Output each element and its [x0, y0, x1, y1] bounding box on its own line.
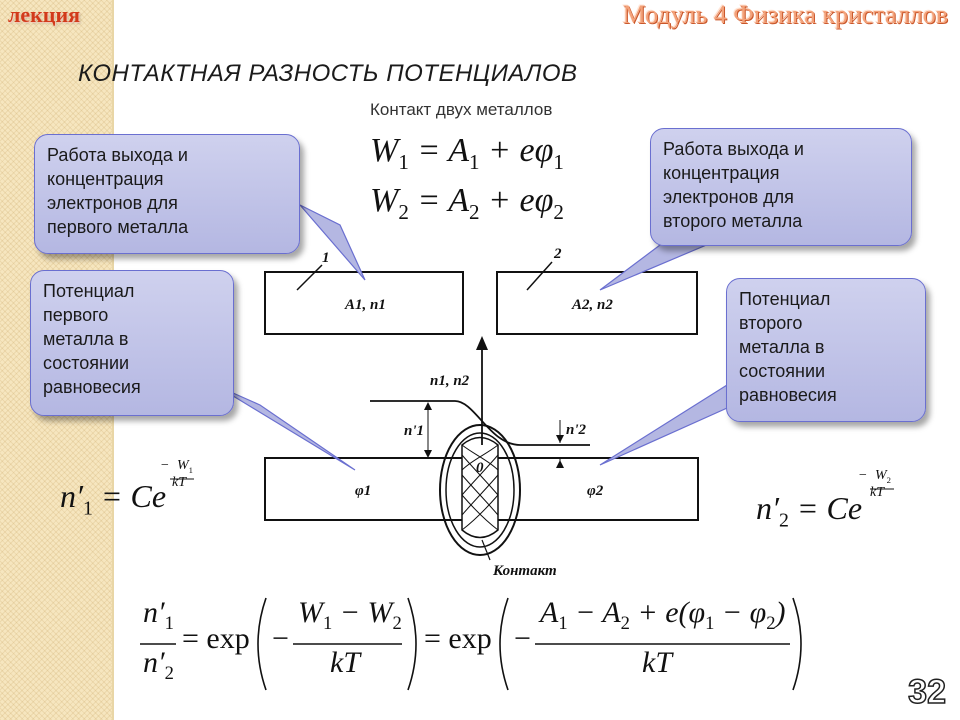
minus-sign-2: −	[514, 622, 531, 655]
formula-n1: n′1 = Ce	[60, 478, 167, 520]
plate-2	[496, 271, 698, 335]
formula-w1: W1 = A1 + eφ1	[370, 132, 564, 174]
pointer-top-left	[299, 204, 366, 281]
level2-label: n'2	[566, 422, 587, 438]
phi2-label: φ2	[587, 483, 604, 499]
slide-subtitle: Контакт двух металлов	[370, 100, 553, 119]
plate-1	[264, 271, 464, 335]
formula-w2: W2 = A2 + eφ2	[370, 182, 564, 224]
level-curve	[370, 400, 590, 446]
plate1-label: A1, n1	[344, 297, 386, 313]
contact-ring	[439, 424, 521, 556]
module-title: Модуль 4 Физика кристаллов	[622, 0, 948, 29]
level1-label: n'1	[404, 423, 424, 439]
slide-title: КОНТАКТНАЯ РАЗНОСТЬ ПОТЕНЦИАЛОВ	[78, 60, 578, 87]
exp2-numerator: A1 − A2 + e(φ1 − φ2)	[540, 596, 786, 634]
exp1-numerator: W1 − W2	[298, 596, 402, 634]
ratio-numerator: n′1	[143, 596, 174, 634]
contact-label: Контакт	[492, 563, 557, 579]
exp1-denominator: kT	[330, 646, 360, 679]
formula-n2: n′2 = Ce	[756, 490, 863, 532]
zero-label: 0	[476, 460, 484, 476]
axis-label: n1, n2	[430, 373, 470, 389]
pointer-mid-right	[599, 379, 746, 466]
lecture-badge: лекция	[8, 2, 81, 27]
minus-sign-1: −	[272, 622, 289, 655]
phi1-label: φ1	[355, 483, 371, 499]
contact-zone	[461, 436, 499, 539]
plate1-number: 1	[322, 250, 330, 266]
exp2-denominator: kT	[642, 646, 672, 679]
plate2-label: A2, n2	[571, 297, 613, 313]
ratio-exp-1: = exp	[182, 622, 250, 655]
ratio-exp-2: = exp	[424, 622, 492, 655]
pointer-mid-left	[214, 384, 356, 471]
ratio-denominator: n′2	[143, 646, 174, 684]
page-number: 32	[907, 672, 946, 712]
plate2-number: 2	[553, 246, 562, 262]
